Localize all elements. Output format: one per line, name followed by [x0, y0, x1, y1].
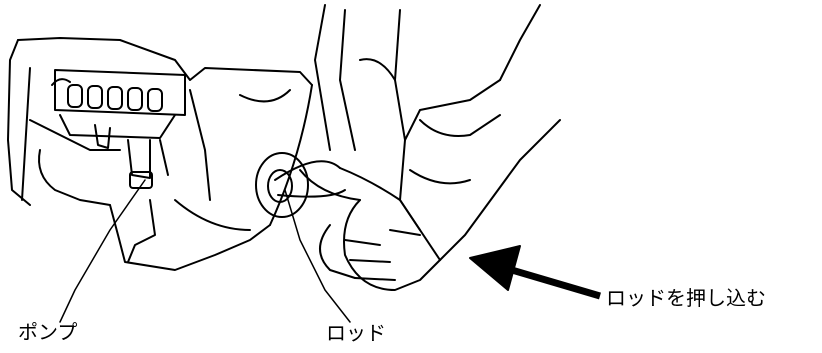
push-arrow [470, 246, 600, 296]
rod-leader-line [285, 190, 350, 322]
rod-label: ロッド [326, 323, 386, 343]
pump-label: ポンプ [18, 322, 77, 342]
socket [256, 153, 308, 217]
pump-fitting [128, 140, 168, 188]
engine-housing [8, 38, 312, 270]
hand [320, 168, 440, 290]
push-rod-label: ロッドを押し込む [606, 288, 766, 308]
arm-sleeve [315, 5, 560, 260]
collar-band [52, 70, 185, 148]
